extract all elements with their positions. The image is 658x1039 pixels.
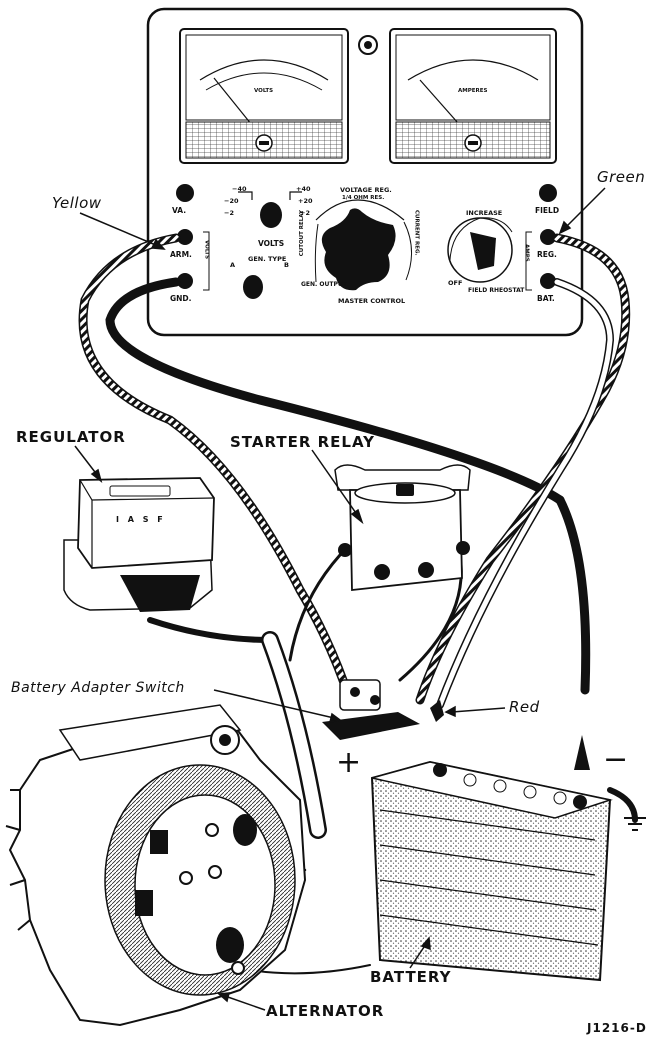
gen-type-a: A: [230, 261, 236, 269]
amps-bracket-label: AMPS: [523, 244, 530, 262]
field-rheostat-knob: [447, 217, 513, 283]
tester-panel: [146, 7, 584, 337]
volts-bracket-label: VOLTS: [203, 240, 210, 260]
minus-sign: −: [603, 742, 629, 777]
volts-range-switch: [238, 191, 302, 228]
va-label: VA.: [172, 206, 187, 215]
field-label: FIELD: [535, 206, 560, 215]
voltmeter: [179, 28, 349, 164]
field-rheostat-label: FIELD RHEOSTAT: [468, 287, 525, 294]
gnd-label: GND.: [170, 294, 192, 303]
field-terminal: [539, 184, 557, 202]
red-label: Red: [509, 698, 540, 716]
arm-label: ARM.: [170, 250, 192, 259]
yellow-label: Yellow: [52, 194, 102, 212]
reg-label: REG.: [537, 250, 557, 259]
master-control-knob: [314, 199, 412, 291]
battery-label: BATTERY: [370, 968, 452, 986]
cutout-relay-label: CUTOUT RELAY: [299, 210, 305, 257]
battery-adapter-switch: [322, 679, 420, 740]
volts-meter-label: VOLTS: [254, 88, 274, 94]
starter-relay-label: STARTER RELAY: [230, 433, 375, 451]
gen-output-label: GEN. OUTPUT: [301, 281, 347, 288]
leader-arrows: [74, 187, 606, 1011]
regulator-label: REGULATOR: [16, 428, 126, 446]
red-clamp: [430, 700, 444, 722]
gen-type-b: B: [284, 261, 289, 269]
voltage-reg-label: VOLTAGE REG.: [340, 186, 392, 194]
amperes-meter-label: AMPERES: [458, 88, 488, 94]
plus-sign: +: [336, 745, 362, 780]
alternator: [5, 704, 307, 1027]
va-terminal: [176, 184, 194, 202]
regulator: [63, 477, 215, 612]
battery: [370, 760, 613, 982]
range-minus20: −20: [224, 197, 239, 205]
increase-label: INCREASE: [466, 209, 503, 217]
regulator-letters: I A S F: [116, 515, 166, 524]
negative-clamp: [574, 735, 590, 770]
current-reg-label: CURRENT REG.: [413, 210, 420, 256]
ammeter: [389, 28, 557, 164]
range-plus2: +2: [300, 209, 310, 217]
range-minus40: −40: [232, 185, 247, 193]
volts-switch-label: VOLTS: [258, 239, 285, 248]
range-plus20: +20: [298, 197, 313, 205]
figure-code: J1216-D: [587, 1021, 647, 1035]
alternator-label: ALTERNATOR: [266, 1002, 385, 1020]
battery-adapter-switch-label: Battery Adapter Switch: [11, 680, 185, 696]
off-label: OFF: [448, 279, 463, 287]
range-plus40: +40: [296, 185, 311, 193]
wires: [78, 233, 638, 975]
green-label: Green: [597, 168, 646, 186]
master-control-label: MASTER CONTROL: [338, 297, 406, 305]
starter-relay: [334, 464, 471, 592]
ohm-res-label: 1/4 OHM RES.: [342, 195, 385, 201]
ground-symbol-icon: [624, 817, 646, 831]
gen-type-label: GEN. TYPE: [248, 255, 287, 263]
gen-type-switch: [243, 275, 263, 299]
bat-label: BAT.: [537, 294, 555, 303]
range-minus2: −2: [224, 209, 234, 217]
